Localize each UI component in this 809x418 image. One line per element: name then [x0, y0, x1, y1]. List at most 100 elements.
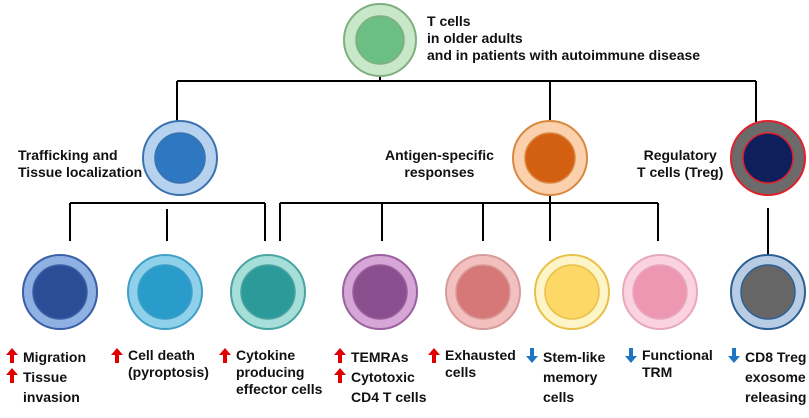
label-text: Stem-like	[543, 349, 606, 365]
label-row: producing	[218, 364, 322, 381]
label-row: invasion	[5, 387, 86, 407]
root-label-line: T cells	[427, 13, 471, 29]
trm-cell-nucleus	[632, 264, 688, 320]
regulatory-label: Regulatory T cells (Treg)	[637, 147, 723, 181]
temra-cell-nucleus	[352, 264, 408, 320]
arrow-spacer	[218, 381, 232, 398]
cell-death-cell-nucleus	[137, 264, 193, 320]
up-arrow-icon	[333, 367, 347, 384]
cd8-treg-label: CD8 Treg exosome releasing	[727, 347, 806, 407]
arrow-spacer	[5, 387, 19, 404]
antigen-label-line: responses	[404, 164, 475, 180]
up-arrow-icon	[333, 347, 347, 364]
cell-death-label: Cell death(pyroptosis)	[110, 347, 209, 381]
antigen-cell-nucleus	[524, 132, 576, 184]
label-text: CD4 T cells	[351, 389, 427, 405]
trafficking-label-line: Tissue localization	[18, 164, 143, 180]
label-text: TRM	[642, 364, 673, 380]
trafficking-cell-nucleus	[154, 132, 206, 184]
arrow-spacer	[525, 367, 539, 384]
label-row: effector cells	[218, 381, 322, 398]
up-arrow-icon	[5, 347, 19, 364]
antigen-label: Antigen-specific responses	[385, 147, 494, 181]
label-row: TRM	[624, 364, 713, 381]
exhausted-cell	[445, 254, 521, 330]
label-text: exosome	[745, 369, 806, 385]
label-row: cells	[427, 364, 516, 381]
trafficking-label: Trafficking and Tissue localization	[18, 147, 142, 181]
label-row: Cytotoxic	[333, 367, 426, 387]
label-row: Tissue	[5, 367, 86, 387]
arrow-spacer	[333, 387, 347, 404]
stem-like-cell	[534, 254, 610, 330]
label-text: Cytotoxic	[351, 369, 415, 385]
label-text: invasion	[23, 389, 80, 405]
label-row: Stem-like	[525, 347, 605, 367]
trafficking-cell	[142, 120, 218, 196]
exhausted-cell-nucleus	[455, 264, 511, 320]
label-text: Tissue	[23, 369, 68, 385]
temra-cell	[342, 254, 418, 330]
cytokine-cell-nucleus	[240, 264, 296, 320]
trm-cell	[622, 254, 698, 330]
label-row: CD4 T cells	[333, 387, 426, 407]
label-text: Cytokine	[236, 347, 296, 363]
label-row: Exhausted	[427, 347, 516, 364]
label-row: Cell death	[110, 347, 209, 364]
label-text: Migration	[23, 349, 86, 365]
down-arrow-icon	[624, 347, 638, 364]
label-row: exosome	[727, 367, 806, 387]
arrow-spacer	[110, 364, 124, 381]
label-text: Cell death	[128, 347, 195, 363]
label-text: Functional	[642, 347, 713, 363]
label-text: cells	[543, 389, 575, 405]
up-arrow-icon	[5, 367, 19, 384]
label-text: Exhausted	[445, 347, 516, 363]
migration-cell-nucleus	[32, 264, 88, 320]
label-row: TEMRAs	[333, 347, 426, 367]
trafficking-label-line: Trafficking and	[18, 147, 118, 163]
cell-death-cell	[127, 254, 203, 330]
arrow-spacer	[727, 367, 741, 384]
label-row: releasing	[727, 387, 806, 407]
label-text: releasing	[745, 389, 807, 405]
antigen-label-line: Antigen-specific	[385, 147, 494, 163]
root-label-line: and in patients with autoimmune disease	[427, 47, 701, 63]
cd8-treg-cell-nucleus	[740, 264, 796, 320]
label-text: (pyroptosis)	[128, 364, 209, 380]
connector-lines	[69, 65, 769, 258]
label-text: producing	[236, 364, 305, 380]
label-text: memory	[543, 369, 598, 385]
label-row: (pyroptosis)	[110, 364, 209, 381]
cytokine-cell	[230, 254, 306, 330]
label-text: cells	[445, 364, 477, 380]
antigen-cell	[512, 120, 588, 196]
up-arrow-icon	[110, 347, 124, 364]
regulatory-cell	[730, 120, 806, 196]
regulatory-label-line: Regulatory	[643, 147, 717, 163]
stem-like-label: Stem-like memory cells	[525, 347, 605, 407]
up-arrow-icon	[218, 347, 232, 364]
label-text: effector cells	[236, 381, 323, 397]
up-arrow-icon	[427, 347, 441, 364]
stem-like-cell-nucleus	[544, 264, 600, 320]
cd8-treg-cell	[730, 254, 806, 330]
arrow-spacer	[427, 364, 441, 381]
down-arrow-icon	[727, 347, 741, 364]
arrow-spacer	[727, 387, 741, 404]
label-row: Cytokine	[218, 347, 322, 364]
root-cell	[343, 3, 417, 77]
down-arrow-icon	[525, 347, 539, 364]
label-row: Functional	[624, 347, 713, 364]
label-row: CD8 Treg	[727, 347, 806, 367]
label-row: memory	[525, 367, 605, 387]
root-label-line: in older adults	[427, 30, 523, 46]
arrow-spacer	[218, 364, 232, 381]
arrow-spacer	[525, 387, 539, 404]
label-text: CD8 Treg	[745, 349, 807, 365]
